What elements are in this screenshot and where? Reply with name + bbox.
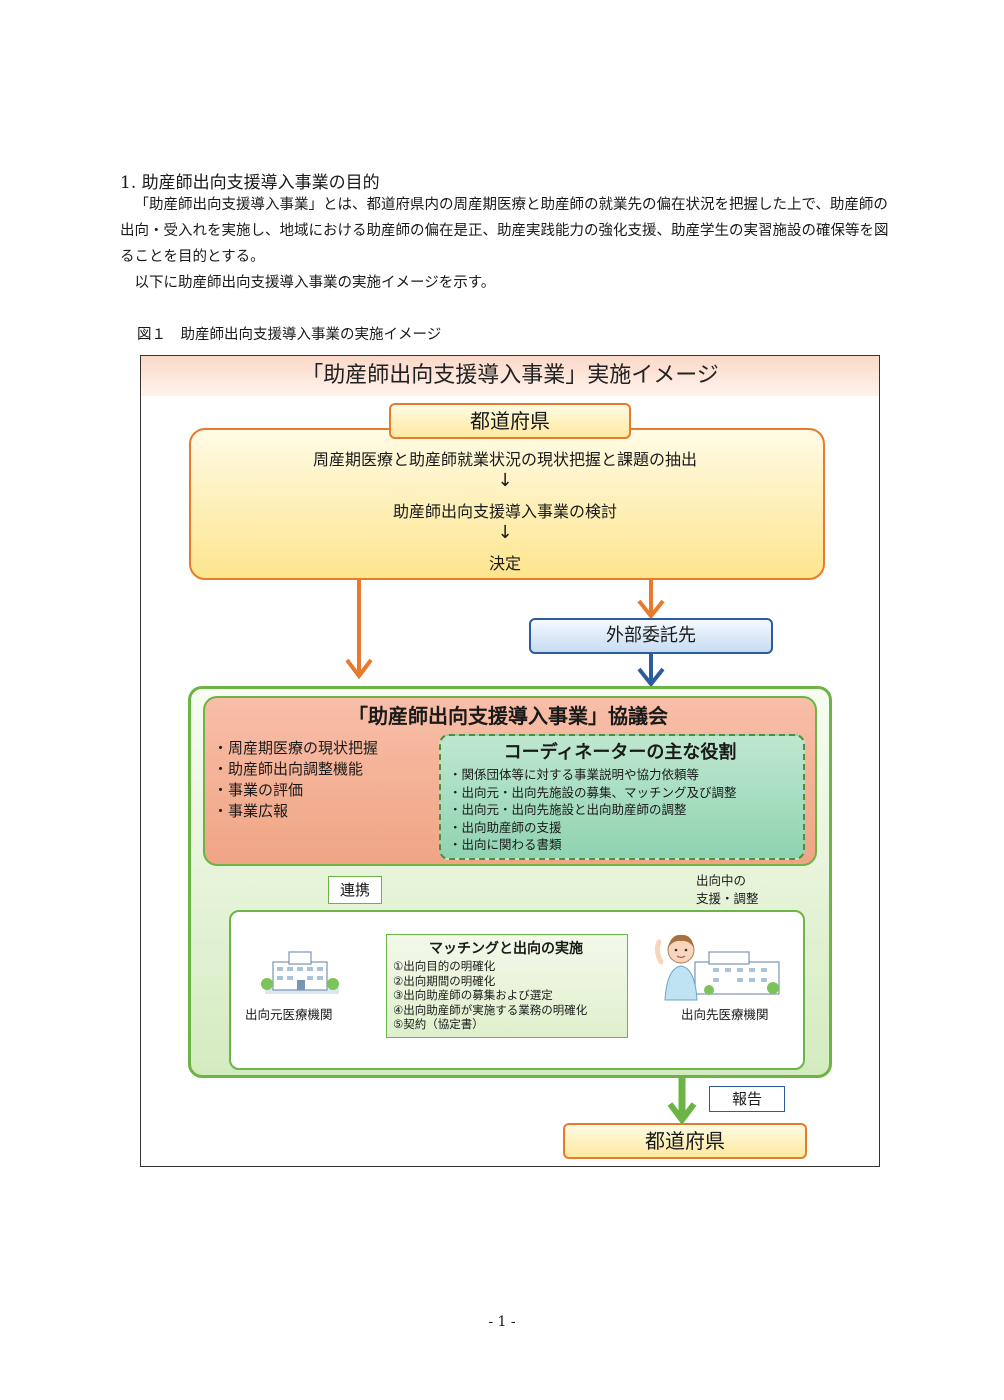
matching-item: ③出向助産師の募集および選定	[393, 988, 553, 1002]
coordinator-item: ・出向元・出向先施設の募集、マッチング及び調整	[449, 784, 737, 800]
arrow-prefecture-to-contractor	[637, 578, 665, 620]
implementation-figure: 「助産師出向支援導入事業」実施イメージ 都道府県 周産期医療と助産師就業状況の現…	[140, 355, 880, 1167]
coordinator-item: ・出向に関わる書類	[449, 837, 562, 852]
hospital-building-icon	[261, 951, 339, 994]
matching-item: ⑤契約（協定書）	[393, 1017, 484, 1031]
destination-institution-label: 出向先医療機関	[681, 1007, 769, 1022]
link-label: 連携	[328, 876, 382, 904]
prefecture-step-3: 決定	[488, 554, 521, 573]
coordinator-items: ・関係団体等に対する事業説明や協力依頼等 ・出向元・出向先施設の募集、マッチング…	[449, 766, 737, 854]
intro-paragraph: 以下に助産師出向支援導入事業の実施イメージを示す。	[134, 275, 496, 291]
report-label: 報告	[709, 1086, 785, 1112]
coordinator-title: コーディネーターの主な役割	[503, 742, 737, 763]
contractor-box: 外部委託先	[529, 618, 773, 654]
step-arrow-2: ↓	[497, 522, 513, 543]
matching-box	[386, 934, 628, 1038]
prefecture-label-bottom: 都道府県	[563, 1123, 807, 1159]
prefecture-step-1: 周産期医療と助産師就業状況の現状把握と課題の抽出	[312, 450, 697, 469]
support-label-line1: 出向中の	[696, 873, 747, 888]
arrow-prefecture-to-council	[345, 578, 373, 680]
prefecture-label-top: 都道府県	[389, 403, 631, 439]
page-number: - 1 -	[488, 1314, 516, 1330]
matching-items: ①出向目的の明確化 ②出向期間の明確化 ③出向助産師の募集および選定 ④出向助産…	[393, 959, 587, 1032]
council-item: ・事業広報	[213, 802, 289, 820]
midwife-nurse-icon	[654, 934, 780, 1001]
matching-item: ②出向期間の明確化	[393, 973, 496, 988]
matching-item: ①出向目的の明確化	[393, 959, 496, 973]
purpose-text: 「助産師出向支援導入事業」とは、都道府県内の周産期医療と助産師の就業先の偏在状況…	[120, 197, 889, 265]
council-item: ・周産期医療の現状把握	[213, 739, 379, 757]
coordinator-item: ・出向助産師の支援	[449, 819, 562, 835]
step-arrow-1: ↓	[497, 470, 513, 491]
support-label-line2: 支援・調整	[696, 891, 759, 906]
coordinator-box	[439, 734, 805, 860]
coordinator-item: ・関係団体等に対する事業説明や協力依頼等	[449, 767, 700, 782]
arrow-contractor-to-council	[637, 653, 665, 688]
figure-caption: 図１ 助産師出向支援導入事業の実施イメージ	[137, 327, 442, 343]
prefecture-step-2: 助産師出向支援導入事業の検討	[392, 502, 617, 521]
council-items: ・周産期医療の現状把握 ・助産師出向調整機能 ・事業の評価 ・事業広報	[213, 738, 378, 822]
council-item: ・助産師出向調整機能	[213, 760, 364, 778]
council-title: 「助産師出向支援導入事業」協議会	[348, 704, 668, 728]
purpose-paragraph: 「助産師出向支援導入事業」とは、都道府県内の周産期医療と助産師の就業先の偏在状況…	[120, 192, 890, 270]
coordinator-item: ・出向元・出向先施設と出向助産師の調整	[449, 802, 687, 817]
section-heading: 1. 助産師出向支援導入事業の目的	[120, 173, 380, 193]
support-label: 出向中の 支援・調整	[696, 872, 759, 908]
figure-title: 「助産師出向支援導入事業」実施イメージ	[141, 356, 879, 396]
source-institution-label: 出向元医療機関	[245, 1007, 333, 1022]
matching-item: ④出向助産師が実施する業務の明確化	[393, 1002, 588, 1017]
matching-title: マッチングと出向の実施	[429, 941, 583, 957]
council-item: ・事業の評価	[213, 781, 304, 799]
